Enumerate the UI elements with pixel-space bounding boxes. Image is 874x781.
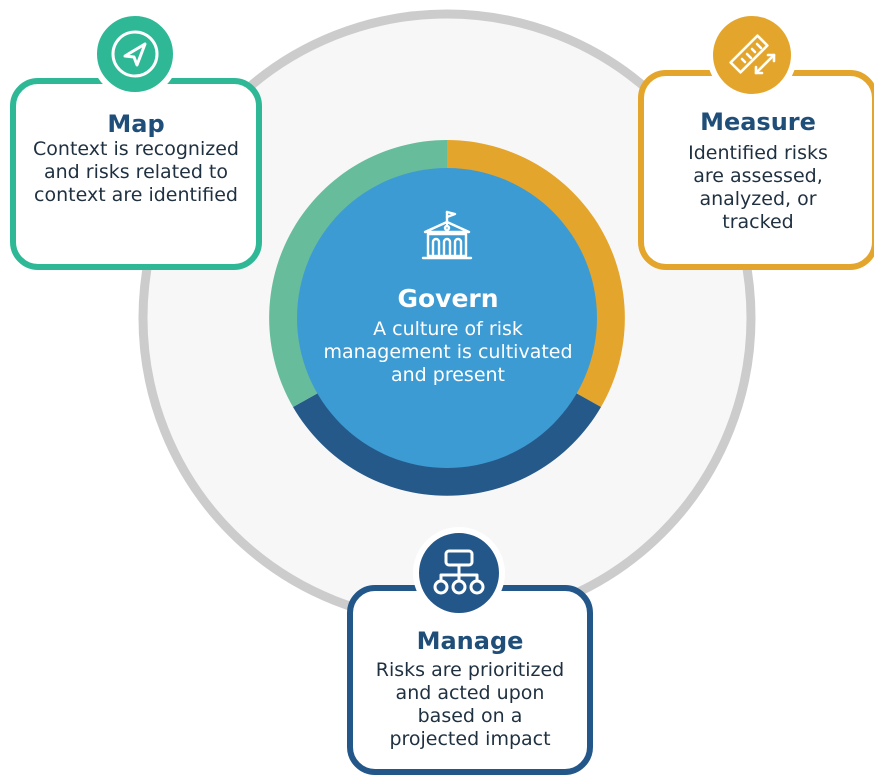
manage-title: Manage xyxy=(416,627,524,655)
manage-badge xyxy=(413,527,505,619)
hierarchy-icon xyxy=(433,549,485,595)
ring-segment-map xyxy=(269,140,447,407)
manage-description: Risks are prioritized and acted upon bas… xyxy=(375,659,565,750)
measure-description: Identified risks are assessed, analyzed,… xyxy=(688,142,828,233)
measure-badge xyxy=(707,10,797,100)
govern-core xyxy=(297,168,597,468)
measure-card: Measure Identified risks are assessed, a… xyxy=(638,70,874,270)
building-icon xyxy=(421,210,473,260)
measure-title: Measure xyxy=(700,108,816,136)
map-title: Map xyxy=(107,110,165,138)
ring-segment-manage xyxy=(293,388,601,496)
govern-description: A culture of risk management is cultivat… xyxy=(323,318,573,386)
navigation-arrow-icon xyxy=(111,30,159,78)
map-badge xyxy=(91,10,179,98)
ring-segment-measure xyxy=(447,140,625,407)
map-card: Map Context is recognized and risks rela… xyxy=(10,78,262,270)
map-description: Context is recognized and risks related … xyxy=(33,138,239,206)
function-ring xyxy=(269,140,625,496)
govern-label: Govern A culture of risk management is c… xyxy=(318,210,578,387)
ruler-icon xyxy=(729,34,776,75)
govern-title: Govern xyxy=(397,284,499,313)
